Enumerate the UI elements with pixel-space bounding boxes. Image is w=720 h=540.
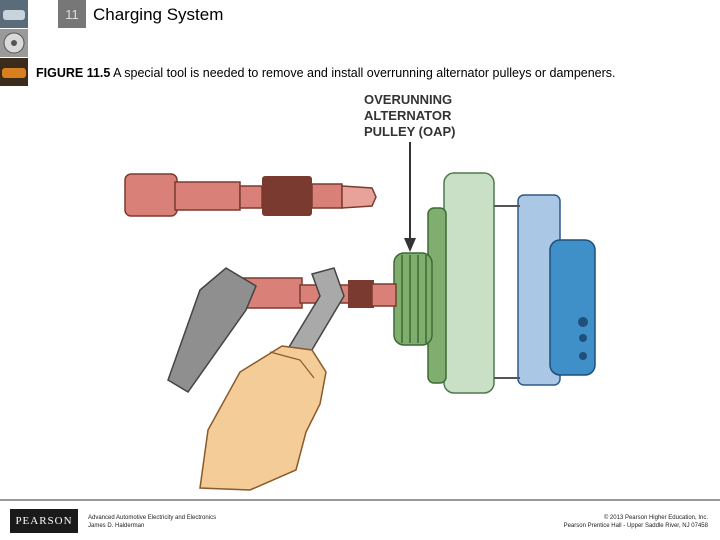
figure-caption-text: A special tool is needed to remove and i… [113,66,616,80]
callout-arrowhead [404,238,416,252]
chapter-number: 11 [58,0,86,28]
upper-removal-tool [124,173,377,217]
footer-copyright: © 2013 Pearson Higher Education, Inc. Pe… [564,514,708,530]
footer-copyright-line-2: Pearson Prentice Hall - Upper Saddle Riv… [563,523,708,529]
oap-label-line-1: OVERUNNING [364,92,453,107]
footer-author: James D. Halderman [88,523,145,529]
lower-installed-tool [231,277,397,309]
hand [199,345,327,491]
figure-label: FIGURE 11.5 [36,66,111,80]
figure-caption: FIGURE 11.5 A special tool is needed to … [36,66,616,80]
oap-callout-label: OVERUNNING ALTERNATOR PULLEY (OAP) [364,92,456,140]
chapter-title: Charging System [93,5,224,24]
pearson-logo: PEARSON [10,509,78,533]
footer-book-info: Advanced Automotive Electricity and Elec… [88,514,216,530]
chapter-thumbnail-images [0,0,28,86]
footer-copyright-line-1: © 2013 Pearson Higher Education, Inc. [603,515,708,521]
oap-label-line-3: PULLEY (OAP) [364,124,456,139]
alternator-pulley-tool-illustration [124,142,596,491]
oap-label-line-2: ALTERNATOR [364,108,452,123]
footer-book-title: Advanced Automotive Electricity and Elec… [88,515,217,521]
overrunning-alternator-pulley [393,252,433,346]
alternator-body [427,172,596,394]
footer-divider [0,499,720,501]
